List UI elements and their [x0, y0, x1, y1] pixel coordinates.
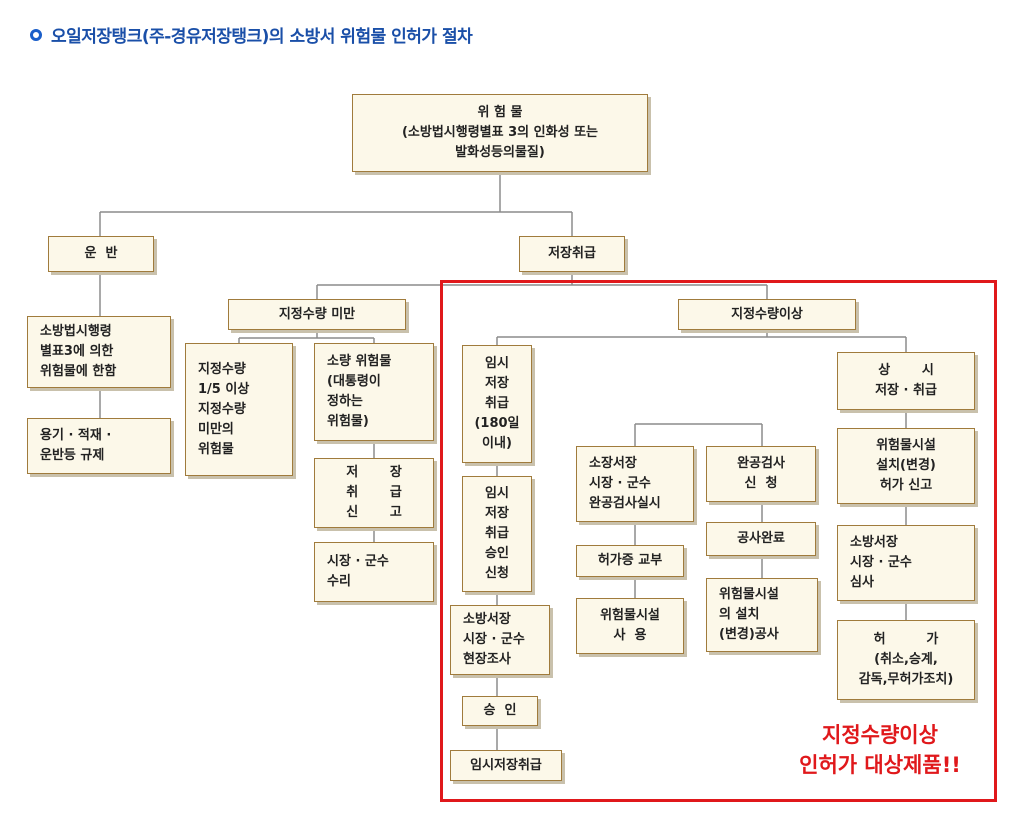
node-permit-issue: 허가증 교부: [576, 545, 684, 577]
node-below-fifth: 지정수량 1/5 이상 지정수량 미만의 위험물: [185, 343, 293, 476]
page-title-text: 오일저장탱크(주-경유저장탱크)의 소방서 위험물 인허가 절차: [51, 27, 473, 47]
node-transport-rules: 용기 · 적재 · 운반등 규제: [27, 418, 171, 474]
node-transport: 운 반: [48, 236, 154, 272]
highlight-note: 지정수량이상 인허가 대상제품!!: [799, 723, 961, 777]
node-transport-scope: 소방법시행령 별표3에 의한 위험물에 한함: [27, 316, 171, 388]
node-mayor-accept: 시장 · 군수 수리: [314, 542, 434, 602]
node-temp-approval-request: 임시 저장 취급 승인 신청: [462, 476, 532, 592]
node-temp-storage: 임시 저장 취급 (180일 이내): [462, 345, 532, 463]
node-storage-report: 저 장 취 급 신 고: [314, 458, 434, 528]
node-completion-request: 완공검사 신 청: [706, 446, 816, 502]
node-permit: 허 가 (취소,승계, 감독,무허가조치): [837, 620, 975, 700]
node-construction-done: 공사완료: [706, 522, 816, 556]
node-temp-site-inspection: 소방서장 시장 · 군수 현장조사: [450, 605, 550, 675]
node-below-qty: 지정수량 미만: [228, 299, 406, 330]
highlight-frame: [440, 280, 997, 802]
node-root: 위 험 물 (소방법시행령별표 3의 인화성 또는 발화성등의물질): [352, 94, 648, 172]
node-review: 소방서장 시장 · 군수 심사: [837, 525, 975, 601]
node-above-qty: 지정수량이상: [678, 299, 856, 330]
node-facility-permit-report: 위험물시설 설치(변경) 허가 신고: [837, 428, 975, 504]
circle-bullet-icon: [30, 28, 42, 41]
node-approval: 승 인: [462, 696, 538, 726]
node-facility-work: 위험물시설 의 설치 (변경)공사: [706, 578, 818, 652]
node-regular: 상 시 저장 · 취급: [837, 352, 975, 410]
node-completion-inspection: 소장서장 시장 · 군수 완공검사실시: [576, 446, 694, 522]
node-storage: 저장취급: [519, 236, 625, 272]
node-facility-use: 위험물시설 사 용: [576, 598, 684, 654]
node-temp-storage-final: 임시저장취급: [450, 750, 562, 781]
page-title: 오일저장탱크(주-경유저장탱크)의 소방서 위험물 인허가 절차: [30, 22, 473, 47]
node-small-hazard: 소량 위험물 (대통령이 정하는 위험물): [314, 343, 434, 441]
